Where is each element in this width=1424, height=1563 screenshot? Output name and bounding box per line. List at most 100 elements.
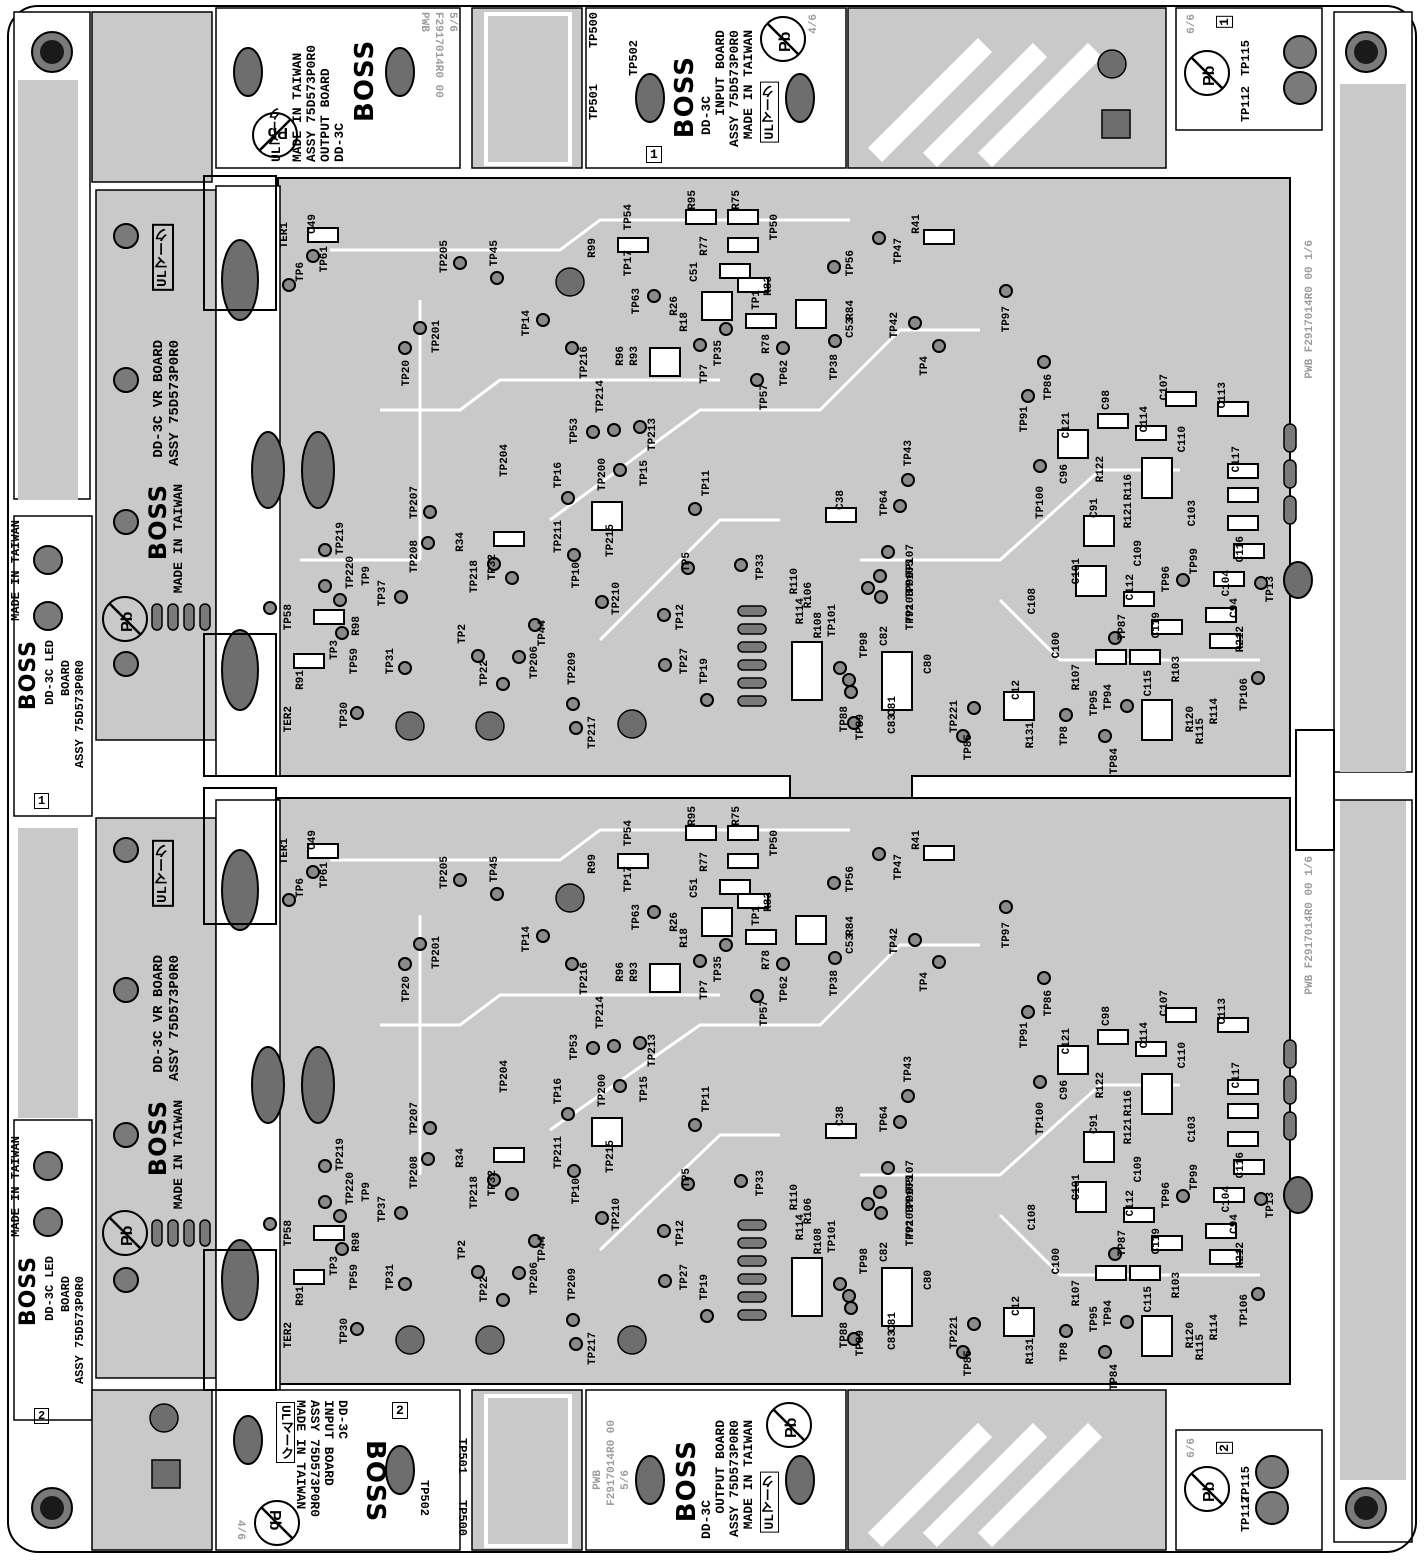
input-board-sheet-bottom: 4/6 bbox=[234, 1520, 246, 1540]
component-label: TP45 bbox=[489, 240, 501, 267]
component-label: TP96 bbox=[1161, 1182, 1173, 1209]
component-label: R122 bbox=[1095, 1072, 1107, 1099]
component-label: TP2 bbox=[457, 1240, 469, 1260]
pb-free-icon: Pb bbox=[766, 1402, 812, 1448]
component-label: R212 bbox=[1235, 1242, 1247, 1269]
component-label: C112 bbox=[1125, 574, 1137, 601]
component-label: R77 bbox=[699, 852, 711, 872]
component-label: TP219 bbox=[335, 1138, 347, 1172]
component-label: R78 bbox=[761, 334, 773, 354]
component-label: TP88 bbox=[839, 1322, 851, 1349]
tp502-bottom: TP502 bbox=[417, 1480, 431, 1517]
jack-board-index-bottom: 2 bbox=[1216, 1442, 1233, 1454]
component-label: TP53 bbox=[569, 1034, 581, 1061]
component-label: TP61 bbox=[319, 246, 331, 273]
main-board-code-top: PWB F2917014R0 00 1/6 bbox=[1304, 240, 1316, 379]
component-label: R108 bbox=[813, 1228, 825, 1255]
component-label: R99 bbox=[587, 854, 599, 874]
component-label: TP99 bbox=[1189, 1164, 1201, 1191]
component-label: R96 bbox=[615, 962, 627, 982]
component-label: TP86 bbox=[1043, 990, 1055, 1017]
component-label: TP9 bbox=[361, 566, 373, 586]
component-label: TP87 bbox=[1117, 1230, 1129, 1257]
component-label: R75 bbox=[731, 806, 743, 826]
pb-free-icon: Pb bbox=[254, 1500, 300, 1546]
component-label: TP16 bbox=[553, 1078, 565, 1105]
component-label: C104 bbox=[1221, 570, 1233, 597]
component-label: TP210 bbox=[611, 1198, 623, 1232]
vr-board-ul-top: ULマーク bbox=[152, 224, 174, 291]
component-label: TP5 bbox=[681, 552, 693, 572]
boss-logo-icon: BOSS bbox=[144, 1100, 172, 1177]
component-label: TP211 bbox=[553, 1136, 565, 1170]
component-label: C98 bbox=[1101, 390, 1113, 410]
component-label: TP98 bbox=[859, 632, 871, 659]
component-label: TP220 bbox=[345, 1172, 357, 1206]
component-label: TP5 bbox=[681, 1168, 693, 1188]
output-board-assy-bottom: ASSY 75D573P0R0 bbox=[727, 1420, 742, 1538]
component-label: TP4 bbox=[919, 356, 931, 376]
component-label: R107 bbox=[1071, 1280, 1083, 1307]
input-board-made-top: MADE IN TAIWAN bbox=[741, 30, 756, 140]
component-label: C96 bbox=[1059, 464, 1071, 484]
tp112-top: TP112 bbox=[1239, 86, 1253, 123]
component-label: C94 bbox=[1229, 598, 1241, 618]
input-board-index-bottom: 2 bbox=[392, 1402, 408, 1419]
component-label: TP14 bbox=[521, 926, 533, 953]
jack-board-sheet-top: 6/6 bbox=[1186, 14, 1198, 34]
component-label: TP85 bbox=[963, 734, 975, 761]
component-label: TP43 bbox=[903, 440, 915, 467]
component-label: TP85 bbox=[963, 1350, 975, 1377]
component-label: TP56 bbox=[845, 866, 857, 893]
component-label: TP3 bbox=[329, 1256, 341, 1276]
component-label: R95 bbox=[687, 806, 699, 826]
jack-board-sheet-bottom: 6/6 bbox=[1186, 1438, 1198, 1458]
boss-logo-icon: BOSS bbox=[144, 484, 172, 561]
component-label: TP220 bbox=[345, 556, 357, 590]
led-board-index-bottom: 2 bbox=[34, 1408, 50, 1424]
component-label: C116 bbox=[1235, 536, 1247, 563]
component-label: TP19 bbox=[699, 1274, 711, 1301]
boss-logo-icon: BOSS bbox=[360, 1440, 390, 1523]
component-label: TP97 bbox=[1001, 306, 1013, 333]
component-label: TP42 bbox=[889, 928, 901, 955]
component-label: TP64 bbox=[879, 1106, 891, 1133]
component-label: TP101 bbox=[827, 604, 839, 638]
component-label: C103 bbox=[1187, 500, 1199, 527]
component-label: TER2 bbox=[283, 706, 295, 733]
component-label: C53 bbox=[845, 934, 857, 954]
component-label: TP210 bbox=[611, 582, 623, 616]
component-label: C113 bbox=[1217, 998, 1229, 1025]
component-label: TP6 bbox=[295, 878, 307, 898]
component-label: TER1 bbox=[279, 222, 291, 249]
component-label: R122 bbox=[1095, 456, 1107, 483]
output-board-pwb-bottom: PWB bbox=[592, 1470, 604, 1490]
output-board-board-bottom: OUTPUT BOARD bbox=[713, 1420, 728, 1514]
output-board-sheet-bottom: 5/6 bbox=[620, 1470, 632, 1490]
boss-logo-icon: BOSS bbox=[672, 1440, 702, 1523]
component-label: TP94 bbox=[1103, 684, 1115, 711]
boss-logo-icon: BOSS bbox=[670, 56, 700, 139]
component-label: TP221 bbox=[949, 700, 961, 734]
component-label: TP218 bbox=[469, 1176, 481, 1210]
component-label: C110 bbox=[1177, 426, 1189, 453]
component-label: C121 bbox=[1061, 1028, 1073, 1055]
component-label: TP43 bbox=[903, 1056, 915, 1083]
component-label: R116 bbox=[1123, 474, 1135, 501]
component-label: TP209 bbox=[567, 652, 579, 686]
component-label: R34 bbox=[455, 532, 467, 552]
component-label: TP206 bbox=[529, 1262, 541, 1296]
component-label: R41 bbox=[911, 214, 923, 234]
vr-board-assy-top: ASSY 75D573P0R0 bbox=[167, 340, 183, 467]
component-label: TP14 bbox=[521, 310, 533, 337]
component-label: C121 bbox=[1061, 412, 1073, 439]
component-label: C104 bbox=[1221, 1186, 1233, 1213]
component-label: TP204 bbox=[499, 444, 511, 478]
component-label: C107 bbox=[1159, 374, 1171, 401]
component-label: C109 bbox=[1133, 1156, 1145, 1183]
input-board-made-bottom: MADE IN TAIWAN bbox=[293, 1400, 308, 1510]
input-board-assy-bottom: ASSY 75D573P0R0 bbox=[307, 1400, 322, 1518]
component-label: TP59 bbox=[349, 648, 361, 675]
component-label: C119 bbox=[1151, 1228, 1163, 1255]
